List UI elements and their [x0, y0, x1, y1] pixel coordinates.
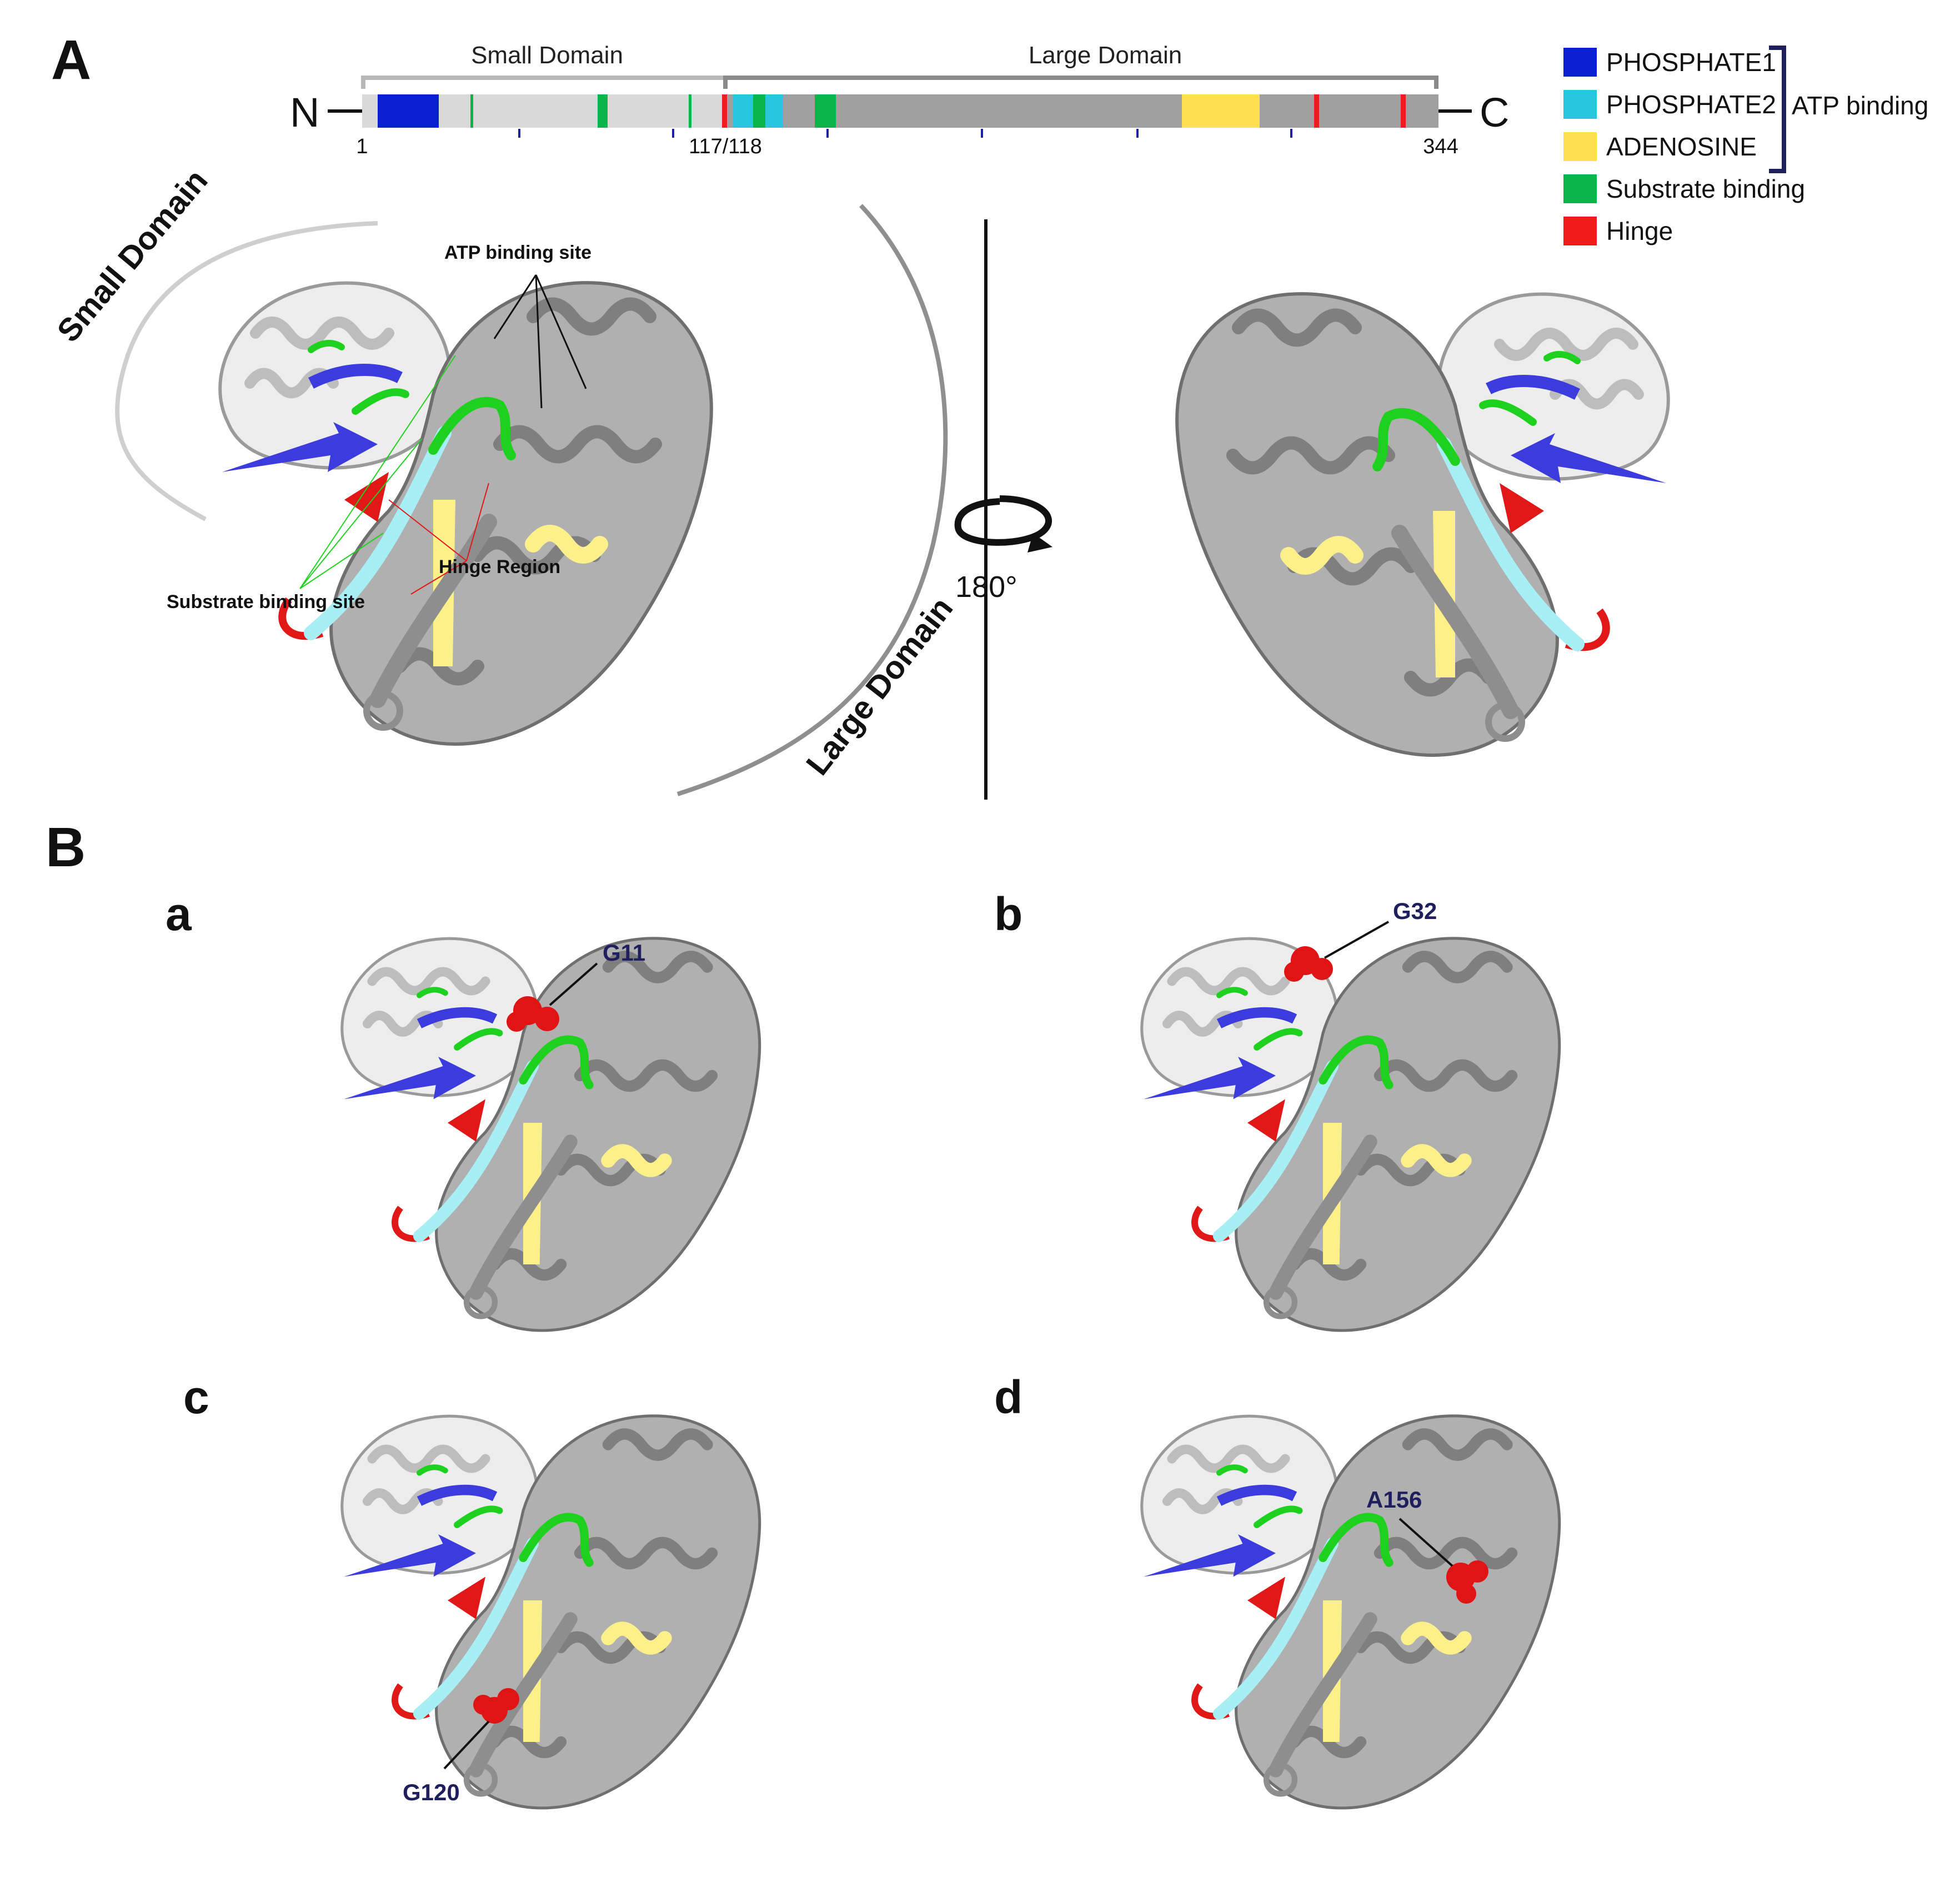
- tick-start: 1: [356, 135, 368, 158]
- legend-label-adenosine: ADENOSINE: [1606, 132, 1757, 161]
- tick-boundary: 117/118: [689, 135, 762, 158]
- legend-label-substrate: Substrate binding: [1606, 174, 1805, 203]
- legend: PHOSPHATE1 PHOSPHATE2 ADENOSINE Substrat…: [1563, 46, 1928, 245]
- mutant-a-residue: G11: [603, 940, 645, 966]
- substrate-segment: [689, 94, 691, 128]
- rotation-arrow-icon: [954, 495, 1052, 553]
- mutant-b-structure: [1142, 938, 1560, 1330]
- panel-a-letter: A: [51, 29, 91, 91]
- phosphate1-segment: [378, 94, 439, 128]
- mutant-d-letter: d: [994, 1371, 1022, 1423]
- large-domain-segment: [725, 94, 1438, 128]
- phosphate2-segment: [733, 94, 753, 128]
- c-terminus-label: C: [1480, 89, 1509, 135]
- domain-bar: Small Domain Large Domain N C: [290, 42, 1509, 158]
- mutant-c-residue: G120: [403, 1779, 460, 1805]
- mutant-b-residue: G32: [1393, 898, 1437, 924]
- mutant-d-residue: A156: [1366, 1487, 1422, 1513]
- adenosine-segment: [1182, 94, 1260, 128]
- large-domain-side-label: Large Domain: [799, 590, 960, 782]
- mutation-sphere-a: [507, 996, 559, 1032]
- legend-swatch-hinge: [1563, 217, 1597, 245]
- legend-swatch-substrate: [1563, 174, 1597, 203]
- small-domain-arc: [115, 221, 378, 521]
- atp-binding-site-label: ATP binding site: [444, 242, 591, 263]
- mutant-d-structure: [1142, 1416, 1560, 1808]
- small-domain-side-label: Small Domain: [50, 163, 214, 349]
- rotation-degree-label: 180°: [955, 570, 1017, 604]
- panel-b-letter: B: [46, 816, 86, 878]
- atp-bracket: [1769, 46, 1786, 173]
- legend-swatch-adenosine: [1563, 132, 1597, 161]
- legend-label-phosphate1: PHOSPHATE1: [1606, 48, 1776, 77]
- substrate-segment: [753, 94, 765, 128]
- mutant-b-letter: b: [994, 888, 1022, 940]
- mutant-a-letter: a: [166, 888, 192, 940]
- n-terminus-label: N: [290, 89, 319, 135]
- hinge-segment: [1401, 94, 1406, 128]
- phosphate2-segment: [765, 94, 783, 128]
- tick-end: 344: [1423, 135, 1458, 158]
- legend-label-hinge: Hinge: [1606, 217, 1673, 245]
- legend-swatch-phosphate1: [1563, 48, 1597, 77]
- substrate-segment: [470, 94, 473, 128]
- legend-swatch-phosphate2: [1563, 90, 1597, 119]
- small-domain-header: Small Domain: [471, 42, 623, 69]
- mutant-c-structure: [342, 1416, 760, 1808]
- mutation-sphere-c: [473, 1688, 519, 1724]
- hinge-segment: [1314, 94, 1319, 128]
- mutation-sphere-d: [1446, 1560, 1488, 1604]
- hinge-segment: [722, 94, 727, 128]
- large-domain-arc: [676, 204, 948, 796]
- protein-structure-front: [220, 283, 711, 744]
- substrate-segment: [815, 94, 836, 128]
- substrate-segment: [598, 94, 608, 128]
- substrate-binding-site-label: Substrate binding site: [167, 591, 365, 612]
- mutant-c-letter: c: [183, 1371, 209, 1423]
- legend-label-phosphate2: PHOSPHATE2: [1606, 90, 1776, 119]
- mutant-a-structure: [342, 938, 760, 1330]
- atp-binding-label: ATP binding: [1792, 91, 1928, 120]
- hinge-region-label: Hinge Region: [439, 556, 560, 578]
- mutation-sphere-b: [1284, 946, 1333, 982]
- protein-structure-rotated: [1177, 294, 1668, 755]
- large-domain-header: Large Domain: [1029, 42, 1182, 69]
